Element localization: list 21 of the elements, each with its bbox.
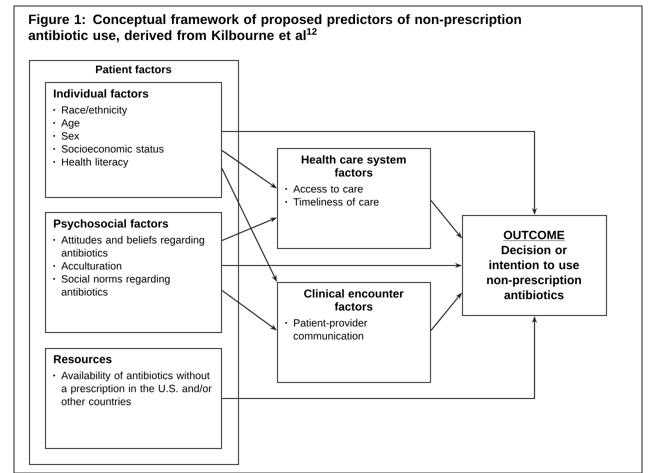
- bullet-item: Patient-provider communication: [285, 318, 368, 340]
- box-heading: Clinical encounter factors: [304, 289, 404, 311]
- bullet-item: Race/ethnicity: [53, 106, 128, 116]
- bullet-item: Age: [53, 119, 80, 129]
- box-heading: Psychosocial factors: [54, 219, 168, 230]
- bullet-item: Attitudes and beliefs regarding antibiotics: [53, 236, 204, 257]
- figure-title: Figure 1: Conceptual framework of proposed predictors of non-prescription antibiotic use, derived from Kilbourne et al$^{12}$: [28, 14, 521, 42]
- outcome-heading: OUTCOME: [503, 230, 565, 241]
- bullet-item: Timeliness of care: [285, 198, 379, 206]
- bullet-item: Acculturation: [53, 262, 122, 270]
- outcome-text: Decision or intention to use non-prescription antibiotics: [487, 245, 581, 300]
- box-heading: Resources: [54, 355, 112, 364]
- bullet-item: Access to care: [285, 185, 363, 193]
- box-heading: Individual factors: [54, 89, 148, 98]
- bullet-item: Health literacy: [53, 158, 128, 168]
- bullet-item: Socioeconomic status: [53, 144, 164, 153]
- group-heading: Patient factors: [96, 65, 172, 74]
- bullet-item: Sex: [53, 132, 80, 140]
- bullet-item: Availability of antibiotics without a prescription in the U.S. and/or other countries: [53, 372, 212, 406]
- box-heading: Health care system factors: [302, 155, 406, 177]
- bullet-item: Social norms regarding antibiotics: [53, 274, 170, 296]
